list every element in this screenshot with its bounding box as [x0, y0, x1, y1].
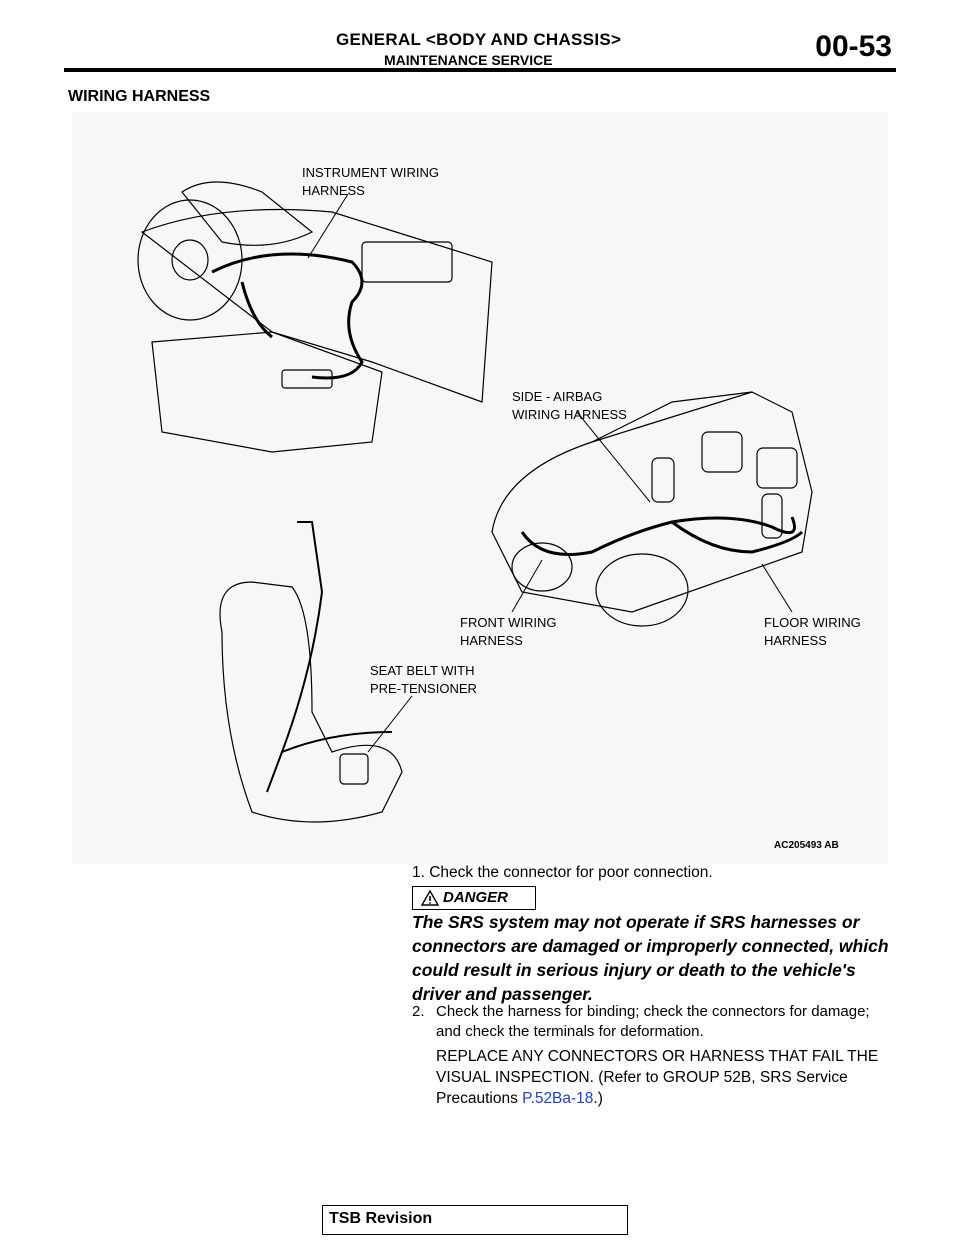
step-2-instruction-end: .) — [593, 1090, 603, 1107]
callout-line: HARNESS — [302, 183, 365, 198]
figure-id-code: AC205493 — [774, 840, 822, 851]
footer-tsb-revision: TSB Revision — [322, 1205, 628, 1235]
section-heading: WIRING HARNESS — [68, 88, 211, 105]
figure-id: AC205493 AB — [774, 840, 839, 851]
danger-label-box: DANGER — [412, 886, 536, 910]
figure-illustration — [137, 181, 813, 823]
danger-text: The SRS system may not operate if SRS ha… — [412, 912, 889, 1004]
step-2-number: 2. — [412, 1003, 425, 1020]
callout-side-airbag-harness: SIDE - AIRBAG WIRING HARNESS — [512, 388, 627, 424]
footer-label: TSB Revision — [329, 1210, 433, 1227]
step-2-instruction-text: REPLACE ANY CONNECTORS OR HARNESS THAT F… — [436, 1048, 879, 1107]
airbag-module-passenger — [361, 241, 453, 283]
step-2: 2. Check the harness for binding; check … — [412, 1002, 892, 1042]
callout-floor-harness: FLOOR WIRING HARNESS — [764, 614, 861, 650]
callout-line: HARNESS — [460, 633, 523, 648]
callout-line: INSTRUMENT WIRING — [302, 165, 439, 180]
callout-instrument-harness: INSTRUMENT WIRING HARNESS — [302, 164, 439, 200]
warning-triangle-icon — [421, 890, 439, 906]
callout-front-harness: FRONT WIRING HARNESS — [460, 614, 557, 650]
callout-line: SIDE - AIRBAG — [512, 389, 603, 404]
figure-id-suffix: AB — [824, 840, 839, 851]
side-airbag-rear — [761, 493, 783, 539]
callout-seatbelt-pretensioner: SEAT BELT WITH PRE-TENSIONER — [370, 662, 477, 698]
header-rule — [64, 68, 896, 72]
center-console — [151, 331, 383, 453]
callout-line: HARNESS — [764, 633, 827, 648]
step-2-text: Check the harness for binding; check the… — [436, 1003, 870, 1040]
callout-line: FRONT WIRING — [460, 615, 557, 630]
wiring-harness-figure: INSTRUMENT WIRING HARNESS SIDE - AIRBAG … — [72, 112, 888, 864]
callout-line: FLOOR WIRING — [764, 615, 861, 630]
header-subtitle: MAINTENANCE SERVICE — [384, 52, 553, 68]
dashboard-outline — [140, 208, 493, 403]
front-wheel — [595, 553, 689, 627]
seat-outline — [219, 581, 403, 823]
reference-link[interactable]: P.52Ba-18 — [522, 1090, 594, 1107]
page-number: 00-53 — [815, 30, 892, 63]
danger-label: DANGER — [443, 889, 509, 906]
callout-line: WIRING HARNESS — [512, 407, 627, 422]
step-1: 1. Check the connector for poor connecti… — [412, 864, 713, 881]
side-airbag-front — [651, 457, 675, 503]
callout-line: PRE-TENSIONER — [370, 681, 477, 696]
vehicle-body — [491, 391, 813, 613]
callout-line: SEAT BELT WITH — [370, 663, 475, 678]
step-2-instruction: REPLACE ANY CONNECTORS OR HARNESS THAT F… — [436, 1046, 894, 1109]
header-title: GENERAL <BODY AND CHASSIS> — [336, 30, 622, 49]
pretensioner — [339, 753, 369, 785]
